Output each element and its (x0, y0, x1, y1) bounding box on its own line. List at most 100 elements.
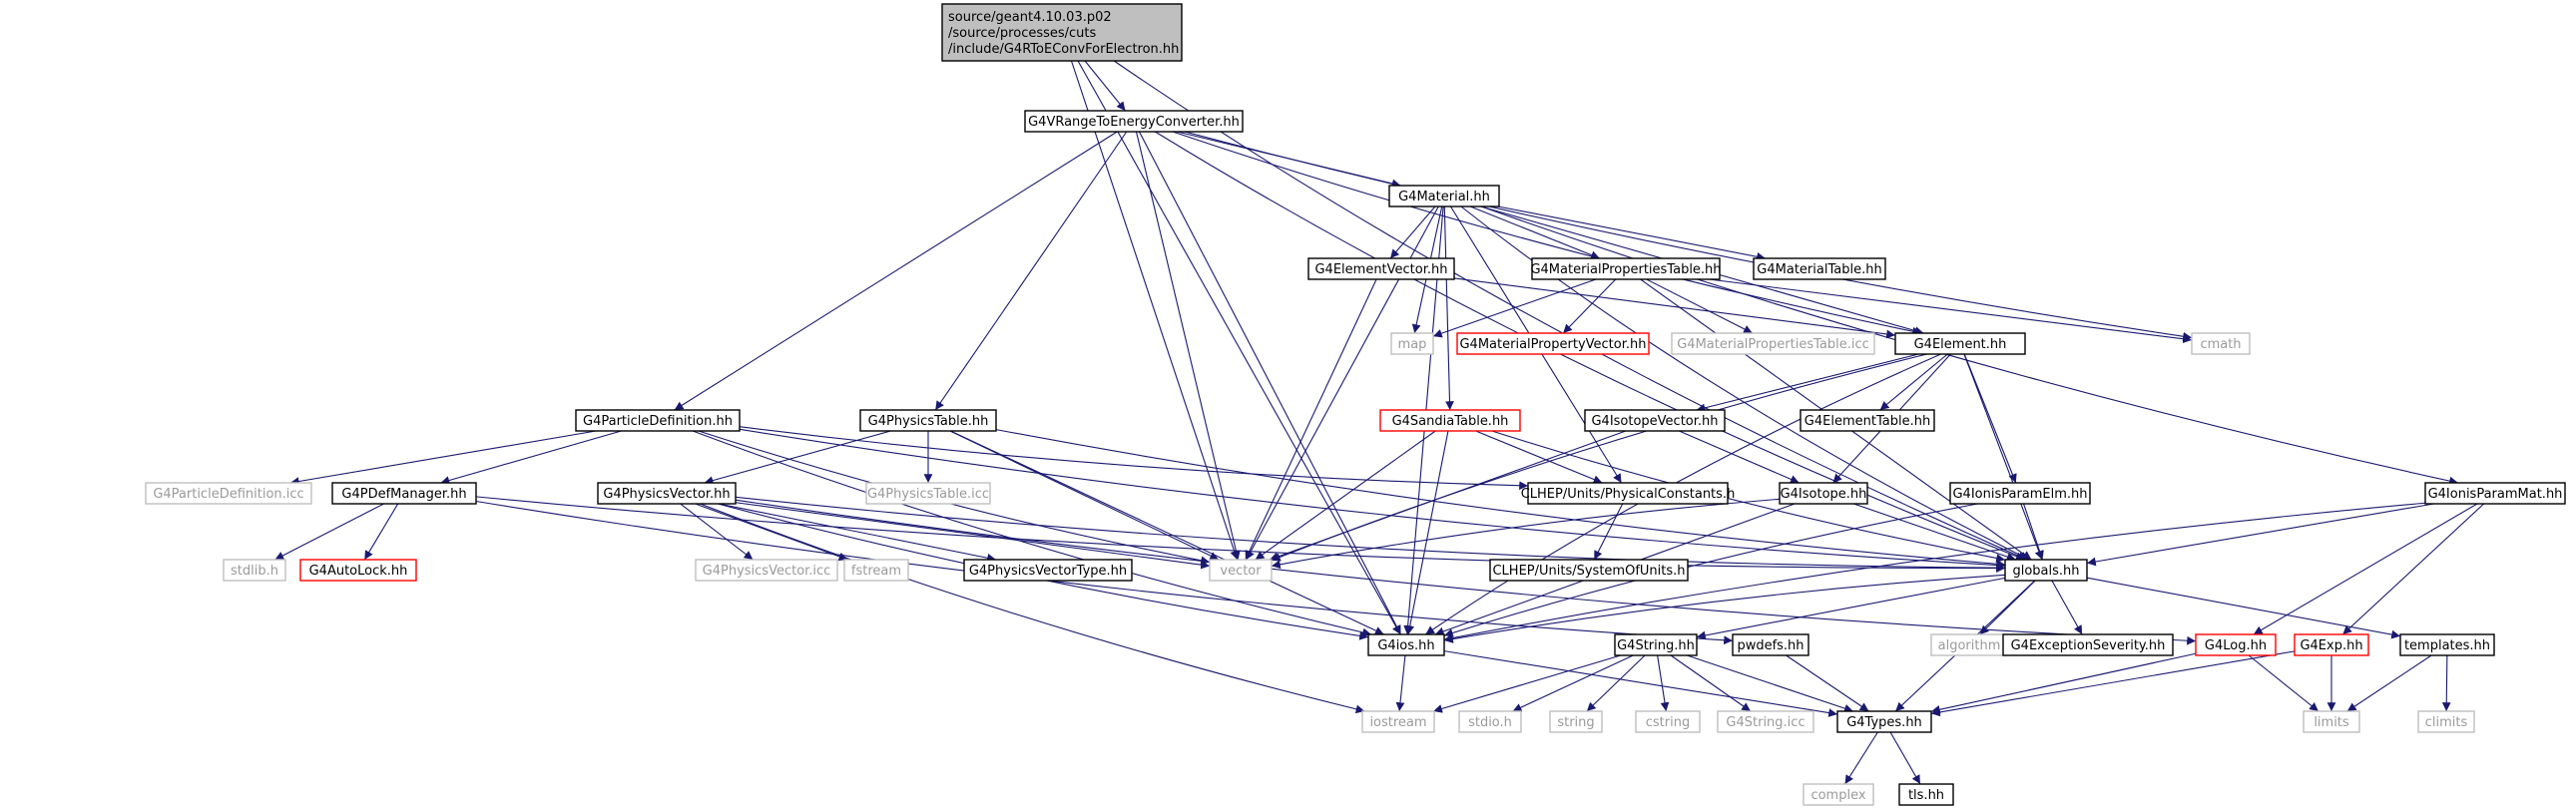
node-vrange[interactable]: G4VRangeToEnergyConverter.hh (1024, 110, 1244, 133)
node-g4ios[interactable]: G4ios.hh (1367, 633, 1445, 656)
node-g4exp-label: G4Exp.hh (2300, 638, 2362, 653)
node-pdef[interactable]: G4ParticleDefinition.hh (575, 409, 741, 432)
node-stdio: stdio.h (1458, 710, 1522, 733)
node-physc-box (1527, 482, 1729, 505)
node-g4string-box (1614, 633, 1698, 656)
edge-root-to-vector (1070, 60, 1239, 561)
node-pvec[interactable]: G4PhysicsVector.hh (597, 482, 737, 505)
node-sandia[interactable]: G4SandiaTable.hh (1379, 409, 1521, 432)
node-g4types[interactable]: G4Types.hh (1836, 710, 1932, 733)
node-root-box (941, 3, 1183, 62)
node-autolock[interactable]: G4AutoLock.hh (299, 559, 417, 582)
edge-mat-to-mattab (1497, 205, 1767, 261)
node-sou[interactable]: CLHEP/Units/SystemOfUnits.h (1489, 559, 1689, 582)
node-pwdefs-label: pwdefs.hh (1737, 638, 1803, 653)
node-ptab[interactable]: G4PhysicsTable.hh (859, 409, 997, 432)
edge-mat-to-ionmat (1480, 205, 2459, 486)
node-ptabicc-box (865, 482, 991, 505)
node-map: map (1390, 332, 1434, 355)
dependency-nodes: source/geant4.10.03.p02/source/processes… (145, 3, 2566, 806)
edge-mpt-to-mpv (1562, 278, 1617, 334)
edge-g4string-to-string (1586, 654, 1646, 712)
edge-root-to-g4ios (1077, 60, 1401, 635)
node-isovec[interactable]: G4IsotopeVector.hh (1584, 409, 1726, 432)
node-tls[interactable]: tls.hh (1898, 783, 1954, 806)
node-fstream: fstream (843, 559, 909, 582)
node-g4exp[interactable]: G4Exp.hh (2294, 633, 2369, 656)
node-vrange-label: G4VRangeToEnergyConverter.hh (1028, 115, 1240, 130)
node-mpv[interactable]: G4MaterialPropertyVector.hh (1456, 332, 1650, 355)
edge-g4string-to-cstring (1657, 654, 1670, 712)
node-g4string[interactable]: G4String.hh (1614, 633, 1698, 656)
node-ionelm[interactable]: G4IonisParamElm.hh (1949, 482, 2091, 505)
edge-pdefmgr-to-autolock (363, 503, 399, 561)
node-pwdefs[interactable]: pwdefs.hh (1732, 633, 1809, 656)
edge-g4string-to-iostream (1433, 654, 1621, 713)
node-isovec-label: G4IsotopeVector.hh (1591, 414, 1718, 429)
node-eltab-box (1800, 409, 1935, 432)
node-pdeficc: G4ParticleDefinition.icc (145, 482, 312, 505)
node-iso[interactable]: G4Isotope.hh (1779, 482, 1868, 505)
edge-g4log-to-limits (2248, 654, 2319, 712)
node-climits-box (2417, 710, 2475, 733)
node-string-box (1549, 710, 1603, 733)
node-globals-label: globals.hh (2012, 564, 2079, 579)
edge-pvec-to-globals (735, 496, 2006, 573)
node-mpv-label: G4MaterialPropertyVector.hh (1459, 337, 1646, 352)
node-elem[interactable]: G4Element.hh (1894, 332, 2026, 355)
node-mat-label: G4Material.hh (1398, 190, 1490, 204)
node-pvectype[interactable]: G4PhysicsVectorType.hh (963, 559, 1133, 582)
edge-root-to-globals (1113, 60, 2028, 561)
edge-g4string-to-g4types (1687, 654, 1853, 713)
node-autolock-label: G4AutoLock.hh (309, 564, 408, 579)
node-sou-box (1489, 559, 1689, 582)
node-root[interactable]: source/geant4.10.03.p02/source/processes… (941, 3, 1183, 62)
node-mattab[interactable]: G4MaterialTable.hh (1753, 257, 1886, 280)
edge-pvec-to-vector (735, 502, 1211, 570)
edge-vrange-to-ptab (934, 131, 1128, 411)
edge-mat-to-vector (1246, 205, 1439, 561)
node-mpv-box (1456, 332, 1650, 355)
edge-templates-to-climits (2441, 654, 2451, 712)
node-autolock-box (299, 559, 417, 582)
edge-mpt-to-mpticc (1646, 278, 1754, 334)
node-eltab[interactable]: G4ElementTable.hh (1800, 409, 1935, 432)
edge-pvec-to-g4log (735, 499, 2197, 645)
node-templates[interactable]: templates.hh (2399, 633, 2495, 656)
edge-sandia-to-vector (1255, 430, 1436, 561)
node-physc[interactable]: CLHEP/Units/PhysicalConstants.h (1521, 482, 1736, 505)
edge-g4types-to-tls (1889, 731, 1921, 785)
edge-g4types-to-complex (1844, 731, 1878, 785)
node-root-label: source/geant4.10.03.p02 (948, 10, 1112, 25)
edge-pvec-to-pvectype (718, 503, 997, 563)
node-iso-box (1779, 482, 1868, 505)
node-globals[interactable]: globals.hh (2004, 559, 2088, 582)
node-ionmat[interactable]: G4IonisParamMat.hh (2424, 482, 2566, 505)
node-pdefmgr-label: G4PDefManager.hh (341, 487, 466, 502)
edge-pdefmgr-to-globals (475, 496, 2006, 573)
node-elvec[interactable]: G4ElementVector.hh (1307, 257, 1455, 280)
node-iso-label: G4Isotope.hh (1781, 487, 1867, 502)
node-complex-label: complex (1810, 788, 1865, 803)
node-root-label: /include/G4RToEConvForElectron.hh (948, 42, 1179, 57)
node-excsev[interactable]: G4ExceptionSeverity.hh (2002, 633, 2174, 656)
node-mat-box (1388, 185, 1500, 207)
edge-pdef-to-pdeficc (289, 430, 597, 486)
node-pdeficc-box (145, 482, 312, 505)
node-mpt[interactable]: G4MaterialPropertiesTable.hh (1530, 257, 1722, 280)
node-complex: complex (1803, 783, 1874, 806)
node-fstream-label: fstream (851, 564, 901, 579)
edge-ionelm-to-globals (2023, 503, 2044, 561)
node-g4log-label: G4Log.hh (2205, 638, 2267, 653)
node-mat[interactable]: G4Material.hh (1388, 185, 1500, 207)
node-ionmat-label: G4IonisParamMat.hh (2428, 487, 2563, 502)
node-algorithm: algorithm (1930, 633, 2008, 656)
node-pdefmgr[interactable]: G4PDefManager.hh (331, 482, 477, 505)
node-pvecicc-box (695, 559, 838, 582)
node-tls-label: tls.hh (1908, 788, 1944, 803)
node-g4log[interactable]: G4Log.hh (2195, 633, 2277, 656)
edge-pdef-to-globals (739, 428, 2006, 570)
edge-isovec-to-iso (1679, 430, 1800, 484)
edge-pvec-to-iostream (700, 503, 1365, 714)
node-cstring-box (1635, 710, 1701, 733)
